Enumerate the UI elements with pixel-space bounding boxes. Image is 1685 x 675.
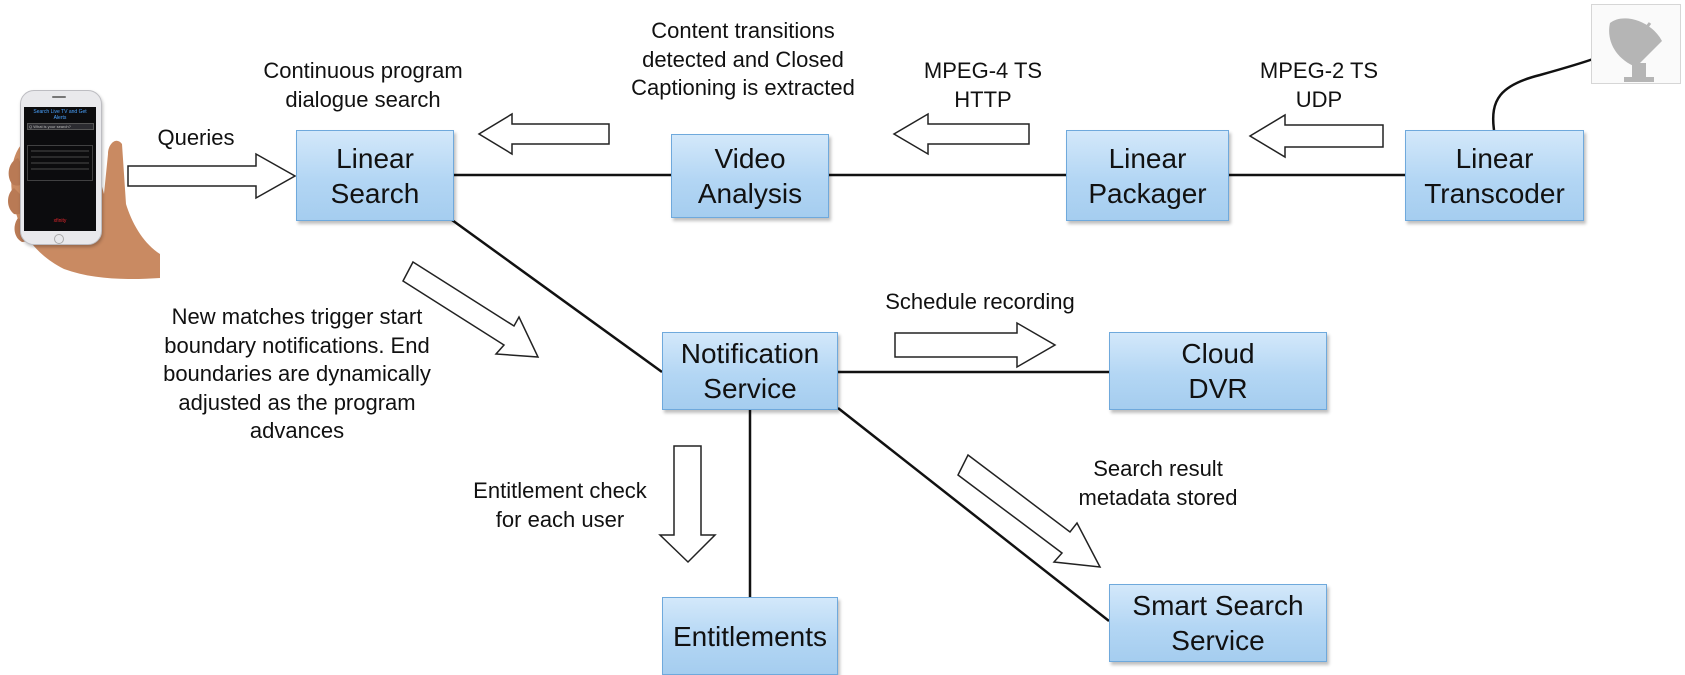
arrow-to-search — [477, 112, 610, 156]
label-entitlement-check: Entitlement check for each user — [473, 478, 647, 532]
node-notification-service: Notification Service — [662, 332, 838, 410]
phone-brand-logo: xfinity — [53, 218, 67, 224]
node-linear-transcoder: Linear Transcoder — [1405, 130, 1584, 221]
node-linear-search: Linear Search — [296, 130, 454, 221]
label-content-transitions: Content transitions detected and Closed … — [631, 18, 855, 101]
satellite-dish-icon — [1591, 4, 1681, 84]
phone-home-button — [54, 234, 64, 244]
arrow-entitlement — [658, 445, 717, 564]
arrow-new-matches — [402, 260, 540, 358]
label-search-result: Search result metadata stored — [1078, 456, 1238, 510]
arrow-to-packager — [1248, 113, 1384, 159]
connector-search-notification — [451, 218, 663, 374]
node-cloud-dvr: Cloud DVR — [1109, 332, 1327, 410]
node-video-analysis: Video Analysis — [671, 134, 829, 218]
label-schedule-recording: Schedule recording — [885, 289, 1075, 314]
connector-notification-smartsearch — [837, 407, 1110, 622]
phone-search-input: Q What is your search? — [27, 123, 94, 130]
label-queries: Queries — [157, 125, 235, 150]
label-new-matches: New matches trigger start boundary notif… — [163, 304, 431, 444]
phone-speaker — [52, 96, 66, 98]
arrow-queries — [127, 152, 297, 200]
phone-screen-title: Search Live TV and Get Alerts — [33, 109, 87, 121]
node-entitlements: Entitlements — [662, 597, 838, 675]
node-smart-search-service: Smart Search Service — [1109, 584, 1327, 662]
label-continuous-search: Continuous program dialogue search — [263, 58, 463, 112]
label-mpeg4: MPEG-4 TS HTTP — [923, 58, 1043, 112]
arrow-schedule — [894, 321, 1057, 369]
phone-results-icon — [27, 145, 93, 181]
label-mpeg2: MPEG-2 TS UDP — [1259, 58, 1379, 112]
node-linear-packager: Linear Packager — [1066, 130, 1229, 221]
phone-screen: Search Live TV and Get Alerts Q What is … — [24, 107, 96, 231]
arrow-search-result — [957, 453, 1102, 568]
arrow-to-video — [892, 112, 1030, 156]
connector-transcoder-satellite — [1491, 56, 1597, 131]
